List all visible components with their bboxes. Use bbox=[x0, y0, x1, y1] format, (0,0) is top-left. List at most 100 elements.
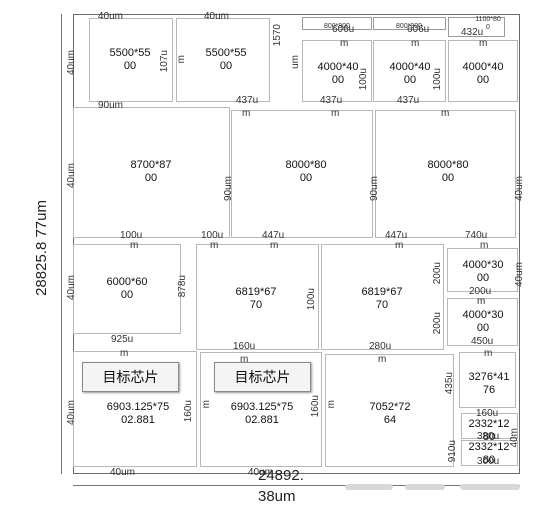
dim-40um: 40um bbox=[110, 467, 136, 478]
dim-m: m bbox=[176, 55, 187, 64]
dim-m: m bbox=[270, 240, 279, 251]
die-label: 8000*80 00 bbox=[285, 159, 327, 184]
target-chip-label-a: 目标芯片 bbox=[82, 362, 179, 392]
die-4000x4000-b bbox=[373, 40, 446, 102]
die-label: 8000*80 00 bbox=[427, 159, 469, 184]
die-3276x4176 bbox=[459, 352, 516, 408]
dim-100u: 100u bbox=[306, 288, 317, 311]
dim-160u: 160u bbox=[476, 408, 499, 419]
dim-40um: 40um bbox=[248, 467, 274, 478]
dim-40um: 40um bbox=[66, 400, 77, 426]
die-label-small: 800*900 bbox=[395, 23, 423, 30]
die-label: 6819*67 70 bbox=[235, 286, 277, 311]
dim-200u: 200u bbox=[469, 286, 492, 297]
dim-606u: 606u bbox=[332, 24, 355, 35]
dim-1570: 1570 bbox=[272, 24, 283, 47]
die-label: 4000*30 00 bbox=[462, 259, 504, 284]
die-8700x8700 bbox=[73, 107, 230, 238]
dim-447u: 447u bbox=[385, 230, 408, 241]
die-800x900-a bbox=[302, 17, 372, 30]
die-label: 5500*55 00 bbox=[205, 47, 247, 72]
dim-m: m bbox=[411, 38, 420, 49]
dim-40um: 40um bbox=[66, 275, 77, 301]
die-label-small: 1100*80 0 bbox=[475, 16, 501, 31]
die-label: 4000*40 00 bbox=[389, 61, 431, 86]
dim-40um: 40um bbox=[514, 262, 525, 288]
dim-90um: 90um bbox=[223, 176, 234, 202]
dim-300u: 300u bbox=[477, 456, 500, 467]
dim-447u: 447u bbox=[262, 230, 285, 241]
dim-606u: 606u bbox=[407, 24, 430, 35]
die-5500-a bbox=[89, 18, 173, 102]
dim-100u: 100u bbox=[201, 230, 224, 241]
dim-40m: 40m bbox=[509, 428, 520, 448]
overall-width-label: 24892. 38um bbox=[258, 467, 304, 505]
watermark-smudge bbox=[460, 484, 520, 490]
dim-435u: 435u bbox=[444, 372, 455, 395]
die-4000x4000-a bbox=[302, 40, 372, 102]
die-5500-b bbox=[176, 18, 270, 102]
die-label: 4000*30 00 bbox=[462, 309, 504, 334]
dim-m: m bbox=[395, 240, 404, 251]
dim-280u: 280u bbox=[369, 341, 392, 352]
die-4000x4000-c bbox=[448, 40, 518, 102]
die-label: 7052*72 64 bbox=[369, 401, 411, 426]
die-6819x6770-a bbox=[196, 244, 319, 350]
dim-m: m bbox=[242, 108, 251, 119]
die-label: 6819*67 70 bbox=[361, 286, 403, 311]
watermark-smudge bbox=[405, 484, 445, 490]
die-4000x3000-b bbox=[447, 298, 518, 346]
dim-40um: 40um bbox=[66, 163, 77, 189]
dim-um: um bbox=[290, 55, 301, 69]
dim-m: m bbox=[441, 108, 450, 119]
dim-m: m bbox=[378, 354, 387, 365]
dim-m: m bbox=[240, 354, 249, 365]
die-label-small: 800*900 bbox=[323, 23, 351, 30]
watermark-smudge bbox=[345, 484, 393, 490]
dim-90um: 90um bbox=[98, 100, 124, 111]
die-label: 3276*41 76 bbox=[468, 371, 510, 396]
die-label: 4000*40 00 bbox=[317, 61, 359, 86]
die-label: 6000*60 00 bbox=[106, 276, 148, 301]
dim-437u: 437u bbox=[320, 95, 343, 106]
dim-160u: 160u bbox=[183, 400, 194, 423]
die-2332x1280-a bbox=[461, 413, 518, 439]
dim-160u: 160u bbox=[310, 395, 321, 418]
dim-m: m bbox=[130, 240, 139, 251]
dim-878u: 878u bbox=[177, 275, 188, 298]
die-2332x1280-b bbox=[461, 440, 518, 466]
dim-437u: 437u bbox=[397, 95, 420, 106]
die-7052x7264 bbox=[325, 354, 454, 467]
dimension-line-horizontal bbox=[73, 485, 520, 486]
dim-925u: 925u bbox=[111, 334, 134, 345]
dim-40um: 40um bbox=[204, 11, 230, 22]
dimension-line-vertical bbox=[61, 14, 62, 474]
die-1100x800 bbox=[448, 17, 505, 37]
die-6819x6770-b bbox=[321, 244, 444, 350]
dim-100u: 100u bbox=[120, 230, 143, 241]
dim-m: m bbox=[480, 240, 489, 251]
dim-200u: 200u bbox=[432, 262, 443, 285]
dim-107u: 107u bbox=[159, 50, 170, 73]
dim-200u: 200u bbox=[432, 312, 443, 335]
die-8000x8000-a bbox=[231, 110, 373, 238]
target-chip-label-b: 目标芯片 bbox=[214, 362, 311, 392]
dim-m: m bbox=[210, 240, 219, 251]
dim-m: m bbox=[477, 296, 486, 307]
dim-m: m bbox=[120, 348, 129, 359]
dim-40um: 40um bbox=[98, 11, 124, 22]
die-800x900-b bbox=[373, 17, 446, 30]
dim-40um: 40um bbox=[514, 176, 525, 202]
die-label: 2332*12 80 bbox=[468, 441, 510, 466]
dim-450u: 450u bbox=[471, 336, 494, 347]
dim-40um: 40um bbox=[66, 50, 77, 76]
dim-100u: 100u bbox=[358, 68, 369, 91]
dim-432u: 432u bbox=[461, 27, 484, 38]
dim-m: m bbox=[331, 108, 340, 119]
dim-90um: 90um bbox=[369, 176, 380, 202]
dim-m: m bbox=[479, 38, 488, 49]
dim-m: m bbox=[340, 38, 349, 49]
dim-m: m bbox=[326, 400, 337, 409]
die-8000x8000-b bbox=[375, 110, 516, 238]
